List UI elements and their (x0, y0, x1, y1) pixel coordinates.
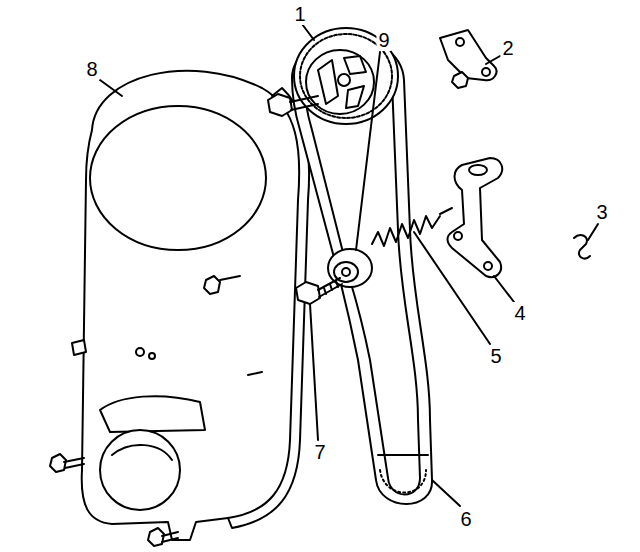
timing-cover (112, 445, 172, 460)
leader-line (588, 224, 598, 240)
callout-number: 4 (512, 302, 527, 324)
timing-belt (378, 454, 428, 456)
camshaft-sprocket (294, 28, 398, 124)
bracket-plate (440, 30, 496, 88)
leader-line (100, 80, 122, 96)
bracket-plate (452, 72, 468, 88)
tensioner-pulley (342, 268, 350, 276)
timing-cover (90, 106, 266, 250)
leader-line (100, 24, 598, 506)
camshaft-sprocket (318, 60, 338, 104)
timing-belt (380, 470, 426, 493)
tensioner-bracket (484, 262, 492, 270)
camshaft-sprocket (344, 56, 366, 74)
callout-slot: 7 (312, 441, 327, 463)
sprocket-bolt (290, 96, 318, 102)
callout-slot: 3 (594, 201, 609, 223)
tensioner-bracket (440, 158, 502, 277)
camshaft-sprocket (294, 28, 398, 124)
sprocket-bolt (268, 94, 318, 116)
callout-number: 8 (84, 58, 99, 80)
timing-cover (220, 276, 240, 280)
pulley-bolt (324, 281, 338, 294)
callout-number: 6 (458, 508, 473, 530)
camshaft-sprocket (346, 86, 364, 108)
cover-bolt (148, 528, 164, 546)
callout-slot: 2 (500, 37, 515, 59)
pulley-bolt (296, 282, 320, 304)
callout-number: 1 (292, 3, 307, 25)
callout-slot: 8 (84, 58, 99, 80)
cover-bolt (162, 538, 178, 542)
timing-cover (149, 353, 155, 359)
leader-line (432, 480, 460, 506)
leader-line (494, 276, 514, 302)
leader-line (414, 232, 490, 344)
tensioner-bracket (440, 208, 452, 214)
timing-cover (72, 340, 86, 355)
callout-number: 2 (500, 37, 515, 59)
tensioner-bracket (454, 232, 462, 240)
cover-bolt (162, 532, 178, 536)
bracket-plate (456, 38, 464, 46)
sprocket-bolt (291, 104, 318, 110)
callout-slot: 9 (376, 29, 391, 51)
bracket-plate (440, 30, 496, 80)
cover-bolt (65, 464, 84, 468)
retaining-clip (574, 235, 590, 258)
cover-bolt (64, 458, 84, 462)
tensioner-bracket (448, 158, 503, 277)
callout-slot: 5 (488, 345, 503, 367)
cover-bolt (50, 276, 220, 546)
sprocket-bolt (268, 94, 292, 116)
leader-line (486, 56, 500, 64)
timing-cover (248, 372, 262, 375)
cover-bolt (204, 276, 220, 294)
timing-cover (136, 348, 144, 356)
callout-slot: 4 (512, 302, 527, 324)
callout-number: 7 (312, 441, 327, 463)
tensioner-spring (372, 216, 440, 246)
tensioner-bracket (469, 165, 487, 175)
callout-number: 3 (594, 201, 609, 223)
retaining-clip (574, 235, 590, 258)
leader-line (356, 52, 380, 250)
bracket-plate (482, 68, 490, 76)
leader-line (302, 24, 314, 40)
leader-line (310, 304, 318, 440)
timing-cover (82, 71, 300, 540)
timing-cover (100, 396, 205, 432)
callout-number: 5 (488, 345, 503, 367)
timing-cover (72, 71, 309, 540)
camshaft-sprocket (338, 74, 350, 86)
tensioner-spring (372, 216, 440, 246)
timing-cover (100, 430, 180, 510)
cover-bolt (50, 454, 66, 472)
callout-number: 9 (376, 29, 391, 51)
pulley-bolt (296, 278, 342, 304)
callout-slot: 6 (458, 508, 473, 530)
callout-slot: 1 (292, 3, 307, 25)
